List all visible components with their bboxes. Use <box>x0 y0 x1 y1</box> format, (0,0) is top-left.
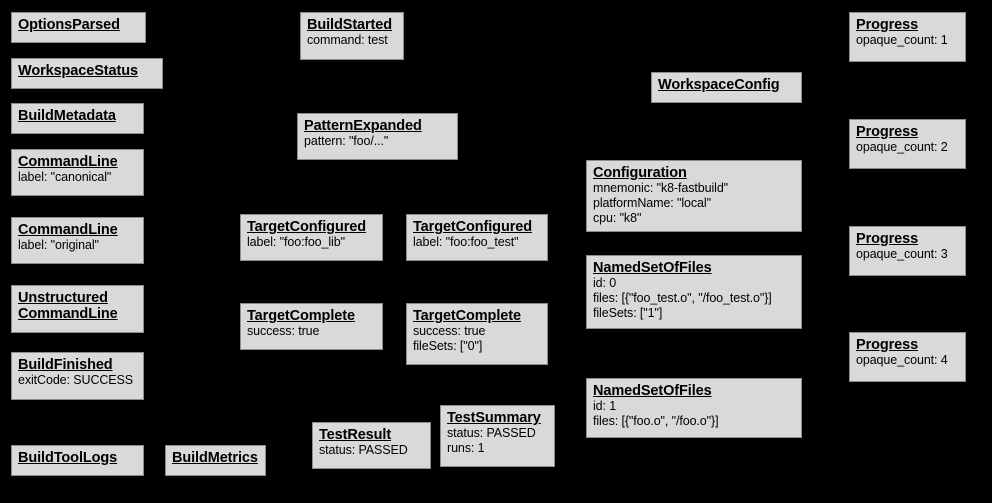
node-fields: opaque_count: 1 <box>856 33 948 47</box>
node-title: BuildMetrics <box>172 450 258 466</box>
node-fields: label: "canonical" <box>18 170 112 184</box>
node-fields: id: 1 files: [{"foo.o", "/foo.o"}] <box>593 399 719 428</box>
node-fields: exitCode: SUCCESS <box>18 373 134 387</box>
node-title: BuildMetadata <box>18 108 116 124</box>
node-fields: success: true fileSets: ["0"] <box>413 324 486 353</box>
node-title: TargetConfigured <box>413 219 532 235</box>
node-title: CommandLine <box>18 222 118 238</box>
node-fields: label: "foo:foo_lib" <box>247 235 345 249</box>
node-title: Progress <box>856 231 919 247</box>
node-title: PatternExpanded <box>304 118 422 134</box>
node-title: NamedSetOfFiles <box>593 383 712 399</box>
node-title: TargetComplete <box>247 308 355 324</box>
node-fields: opaque_count: 4 <box>856 353 948 367</box>
node-fields: opaque_count: 3 <box>856 247 948 261</box>
node-title: CommandLine <box>18 154 118 170</box>
node-fields: mnemonic: "k8-fastbuild" platformName: "… <box>593 181 729 225</box>
node-title: BuildFinished <box>18 357 113 373</box>
node-workspace-config[interactable]: WorkspaceConfig <box>651 72 802 103</box>
node-title: TestSummary <box>447 410 541 426</box>
node-title: Progress <box>856 124 919 140</box>
node-fields: success: true <box>247 324 320 338</box>
node-fields: status: PASSED <box>319 443 408 457</box>
node-fields: id: 0 files: [{"foo_test.o", "/foo_test.… <box>593 276 772 320</box>
node-title: WorkspaceConfig <box>658 77 780 93</box>
node-fields: label: "foo:foo_test" <box>413 235 519 249</box>
node-title: NamedSetOfFiles <box>593 260 712 276</box>
node-title: BuildStarted <box>307 17 393 33</box>
node-title: Unstructured CommandLine <box>18 290 118 322</box>
node-title: BuildToolLogs <box>18 450 118 466</box>
node-title: TargetComplete <box>413 308 521 324</box>
node-title: OptionsParsed <box>18 17 120 33</box>
node-fields: status: PASSED runs: 1 <box>447 426 536 455</box>
node-title: TestResult <box>319 427 392 443</box>
node-title: Progress <box>856 17 919 33</box>
node-fields: pattern: "foo/..." <box>304 134 389 148</box>
node-build-metrics[interactable]: BuildMetrics <box>165 445 266 476</box>
node-title: WorkspaceStatus <box>18 63 138 79</box>
node-title: Progress <box>856 337 919 353</box>
node-fields: opaque_count: 2 <box>856 140 948 154</box>
node-build-metadata[interactable]: BuildMetadata <box>11 103 144 134</box>
node-unstructured-cmdline[interactable]: Unstructured CommandLine <box>11 285 144 333</box>
node-title: Configuration <box>593 165 687 181</box>
node-fields: label: "original" <box>18 238 99 252</box>
node-fields: command: test <box>307 33 388 47</box>
node-options-parsed[interactable]: OptionsParsed <box>11 12 146 43</box>
node-build-tool-logs[interactable]: BuildToolLogs <box>11 445 144 476</box>
node-title: TargetConfigured <box>247 219 366 235</box>
node-workspace-status[interactable]: WorkspaceStatus <box>11 58 163 89</box>
